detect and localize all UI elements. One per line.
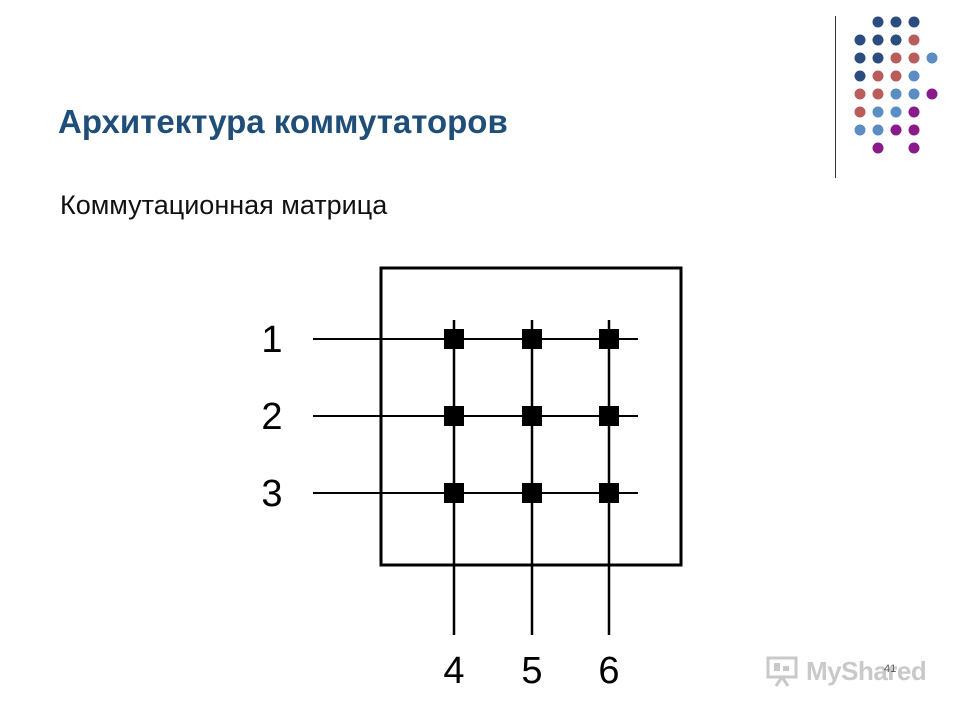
- decor-dot: [890, 106, 902, 118]
- decor-dot: [872, 70, 884, 82]
- crosspoint-3-4: [444, 483, 464, 503]
- decor-dot: [872, 106, 884, 118]
- decor-dot: [872, 124, 884, 136]
- decor-dot: [854, 34, 866, 46]
- decor-dot: [908, 88, 920, 100]
- input-label-1: 1: [261, 319, 282, 361]
- decor-dot: [854, 106, 866, 118]
- decor-divider-line: [835, 16, 836, 178]
- crosspoint-2-6: [599, 406, 619, 426]
- crosspoint-1-4: [444, 329, 464, 349]
- decor-dot: [908, 16, 920, 28]
- decor-dot: [926, 52, 938, 64]
- input-label-3: 3: [261, 473, 282, 515]
- decor-dot: [854, 52, 866, 64]
- decor-dot: [854, 88, 866, 100]
- decor-dot: [872, 34, 884, 46]
- decor-dot: [890, 52, 902, 64]
- decor-dot-grid: [854, 16, 938, 154]
- decor-dot: [890, 16, 902, 28]
- decor-dot: [908, 52, 920, 64]
- crosspoint-3-5: [522, 483, 542, 503]
- presentation-screen-icon: [766, 656, 798, 687]
- output-label-5: 5: [521, 650, 542, 692]
- watermark-text: MyShared: [806, 655, 927, 686]
- decor-dot: [872, 142, 884, 154]
- slide-title: Архитектура коммутаторов: [58, 103, 508, 140]
- slide-subtitle: Коммутационная матрица: [60, 190, 388, 220]
- decor-dot: [872, 52, 884, 64]
- crosspoint-1-6: [599, 329, 619, 349]
- decor-dot: [854, 124, 866, 136]
- decor-dot: [890, 124, 902, 136]
- crosspoint-3-6: [599, 483, 619, 503]
- decor-dot: [908, 124, 920, 136]
- output-label-6: 6: [598, 650, 619, 692]
- watermark-logo: MyShared: [766, 655, 927, 687]
- decor-dot: [908, 70, 920, 82]
- decor-dot: [908, 142, 920, 154]
- decor-dot: [854, 70, 866, 82]
- output-label-4: 4: [443, 650, 464, 692]
- decor-dot: [908, 106, 920, 118]
- crosspoint-2-4: [444, 406, 464, 426]
- crosspoint-1-5: [522, 329, 542, 349]
- crosspoint-2-5: [522, 406, 542, 426]
- decor-dot: [872, 88, 884, 100]
- decor-dot: [872, 16, 884, 28]
- page-number: 41: [884, 663, 897, 675]
- decor-dot: [890, 88, 902, 100]
- decor-dot: [890, 70, 902, 82]
- input-label-2: 2: [261, 396, 282, 438]
- decor-dot: [926, 88, 938, 100]
- decor-dot: [890, 34, 902, 46]
- decor-dot: [908, 34, 920, 46]
